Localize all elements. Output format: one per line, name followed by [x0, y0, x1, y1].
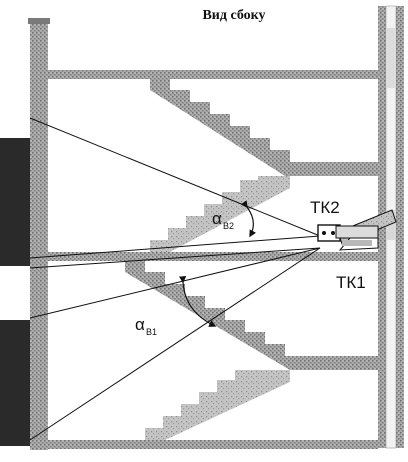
- sight-line-tk1-top: [29, 247, 321, 269]
- angle-bottom-subscript: В1: [146, 327, 157, 337]
- sight-line-tk2-top: [29, 117, 321, 237]
- left-wall-dark-upper: [0, 138, 30, 266]
- sight-line-tk2-bottom: [29, 235, 321, 259]
- sight-lines: [29, 117, 321, 441]
- angle-top-subscript: В2: [223, 221, 234, 231]
- stair-flight-bottom: [145, 370, 290, 440]
- camera-top-label: ТК2: [310, 198, 340, 217]
- angle-bottom-symbol: α: [135, 315, 145, 334]
- left-wall-dark-lower: [0, 320, 30, 446]
- sight-line-tk1-bottom: [29, 247, 321, 441]
- stair-flight-middle: [150, 176, 290, 252]
- sight-line-tk1-mid: [29, 247, 321, 319]
- floor-slab-bottom: [48, 440, 378, 449]
- angle-bottom-label: α В1: [135, 315, 157, 337]
- angle-top-label: α В2: [212, 209, 234, 231]
- title: Вид сбоку: [202, 8, 265, 23]
- camera-mount: [317, 209, 397, 251]
- stair-flight-upper: [150, 79, 378, 176]
- left-wall: [28, 18, 50, 450]
- floor-slab-mid: [48, 252, 378, 261]
- angle-arc-upper: [240, 200, 256, 238]
- angle-top-symbol: α: [212, 209, 222, 228]
- camera-bottom-label: ТК1: [336, 273, 366, 292]
- floor-slab-top: [48, 70, 378, 79]
- stair-flight-lower: [125, 261, 378, 370]
- angle-arc-lower: [179, 276, 217, 327]
